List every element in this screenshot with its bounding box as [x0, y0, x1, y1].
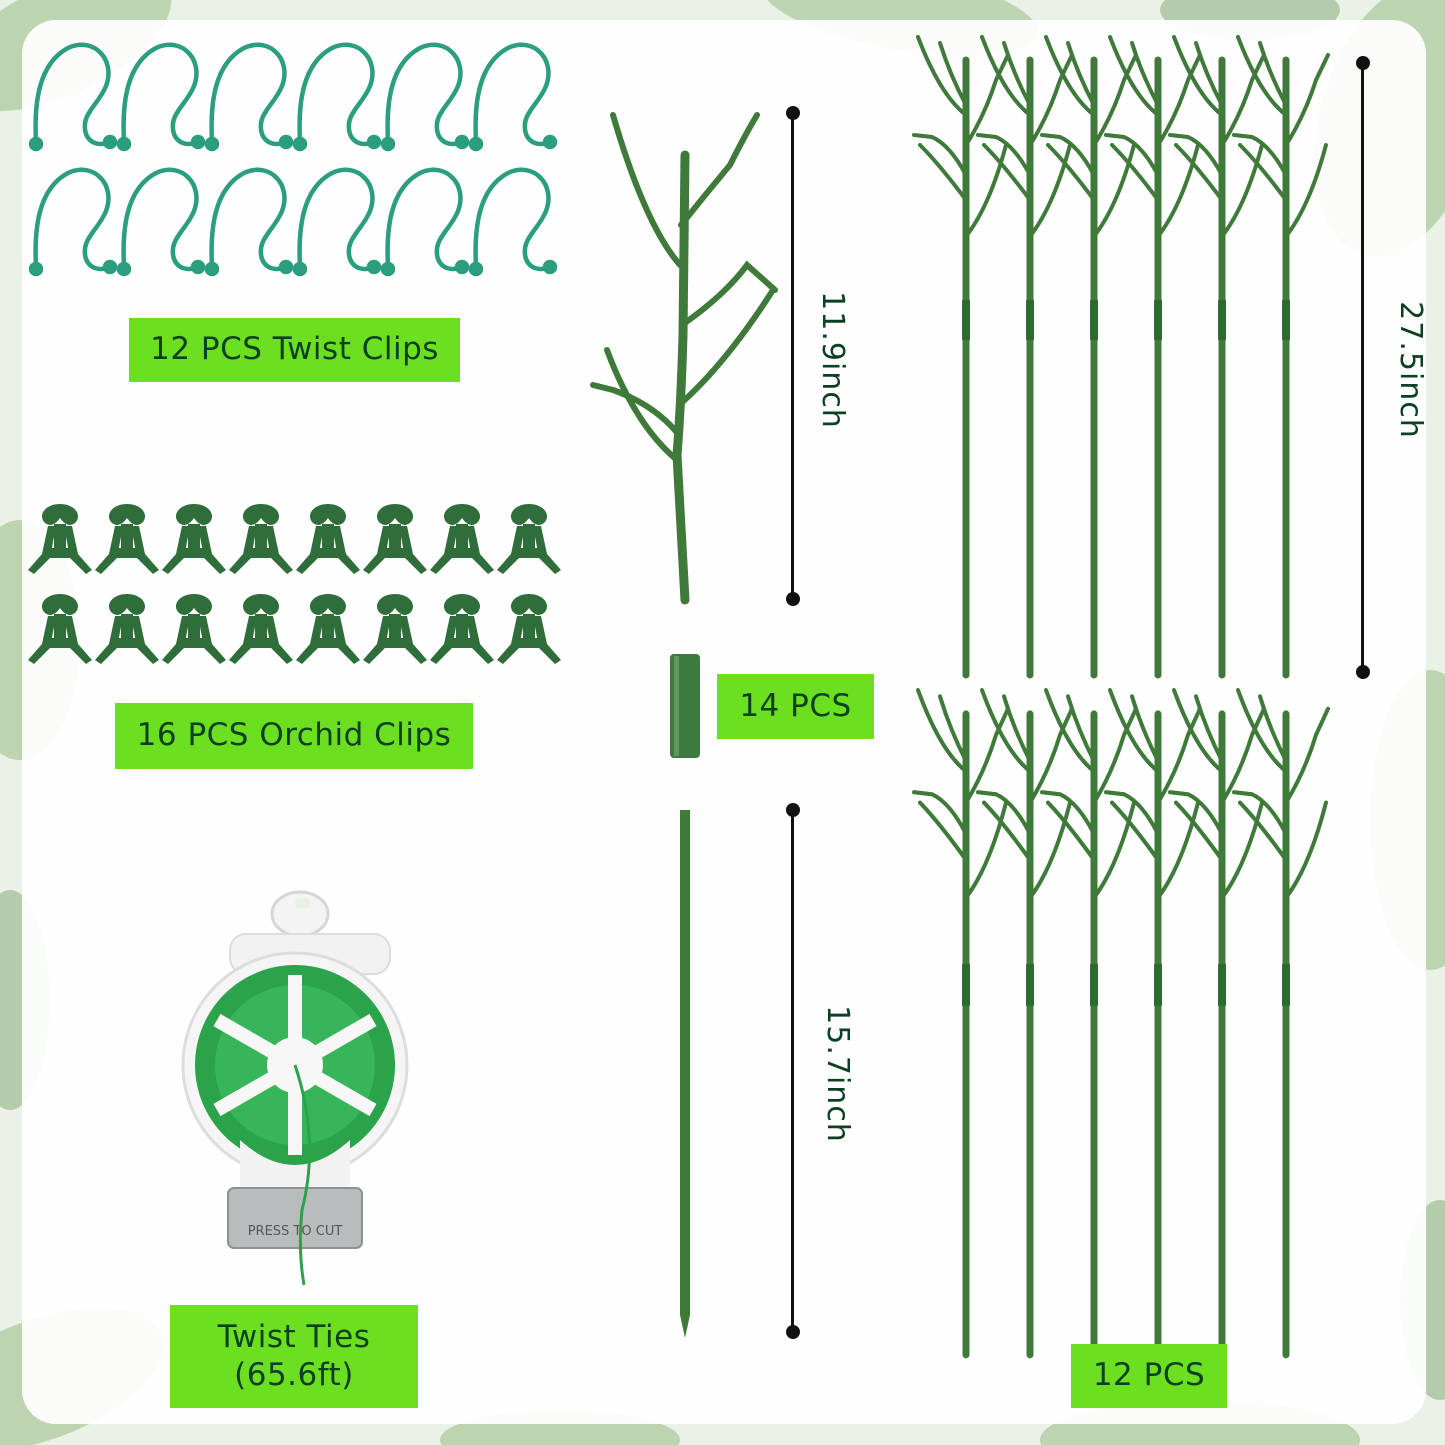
dimension-dot — [786, 1325, 800, 1339]
twist-ties-title: Twist Ties — [217, 1319, 371, 1356]
dimension-dot — [786, 803, 800, 817]
stake-length-text: 15.7inch — [820, 1005, 855, 1143]
orchid-clips-label: 16 PCS Orchid Clips — [115, 703, 473, 769]
dimension-line-branch — [791, 113, 794, 599]
twist-ties-label: Twist Ties (65.6ft) — [170, 1305, 418, 1408]
dimension-dot — [786, 592, 800, 606]
stakes-label: 12 PCS — [1071, 1344, 1227, 1408]
assembled-stakes-top — [910, 35, 1340, 680]
reel-caption: PRESS TO CUT — [248, 1224, 343, 1239]
assembled-stakes-bottom — [910, 688, 1340, 1360]
twist-clips-label: 12 PCS Twist Clips — [129, 318, 460, 382]
dimension-dot — [1356, 56, 1370, 70]
branch-stake-icon — [590, 112, 778, 605]
dimension-line-stake — [791, 810, 794, 1332]
connectors-label: 14 PCS — [717, 674, 874, 739]
connector-tube-icon — [670, 654, 700, 758]
dimension-line-full — [1361, 63, 1364, 672]
full-length-text: 27.5inch — [1393, 301, 1428, 439]
bottom-stake-icon — [680, 810, 690, 1338]
twist-ties-length: (65.6ft) — [234, 1356, 354, 1393]
dimension-dot — [786, 106, 800, 120]
orchid-clip-icon — [28, 504, 561, 664]
dimension-dot — [1356, 665, 1370, 679]
twist-clip-icon — [28, 34, 568, 279]
branch-length-text: 11.9inch — [815, 291, 850, 429]
wire-reel-icon: PRESS TO CUT — [181, 890, 409, 1286]
